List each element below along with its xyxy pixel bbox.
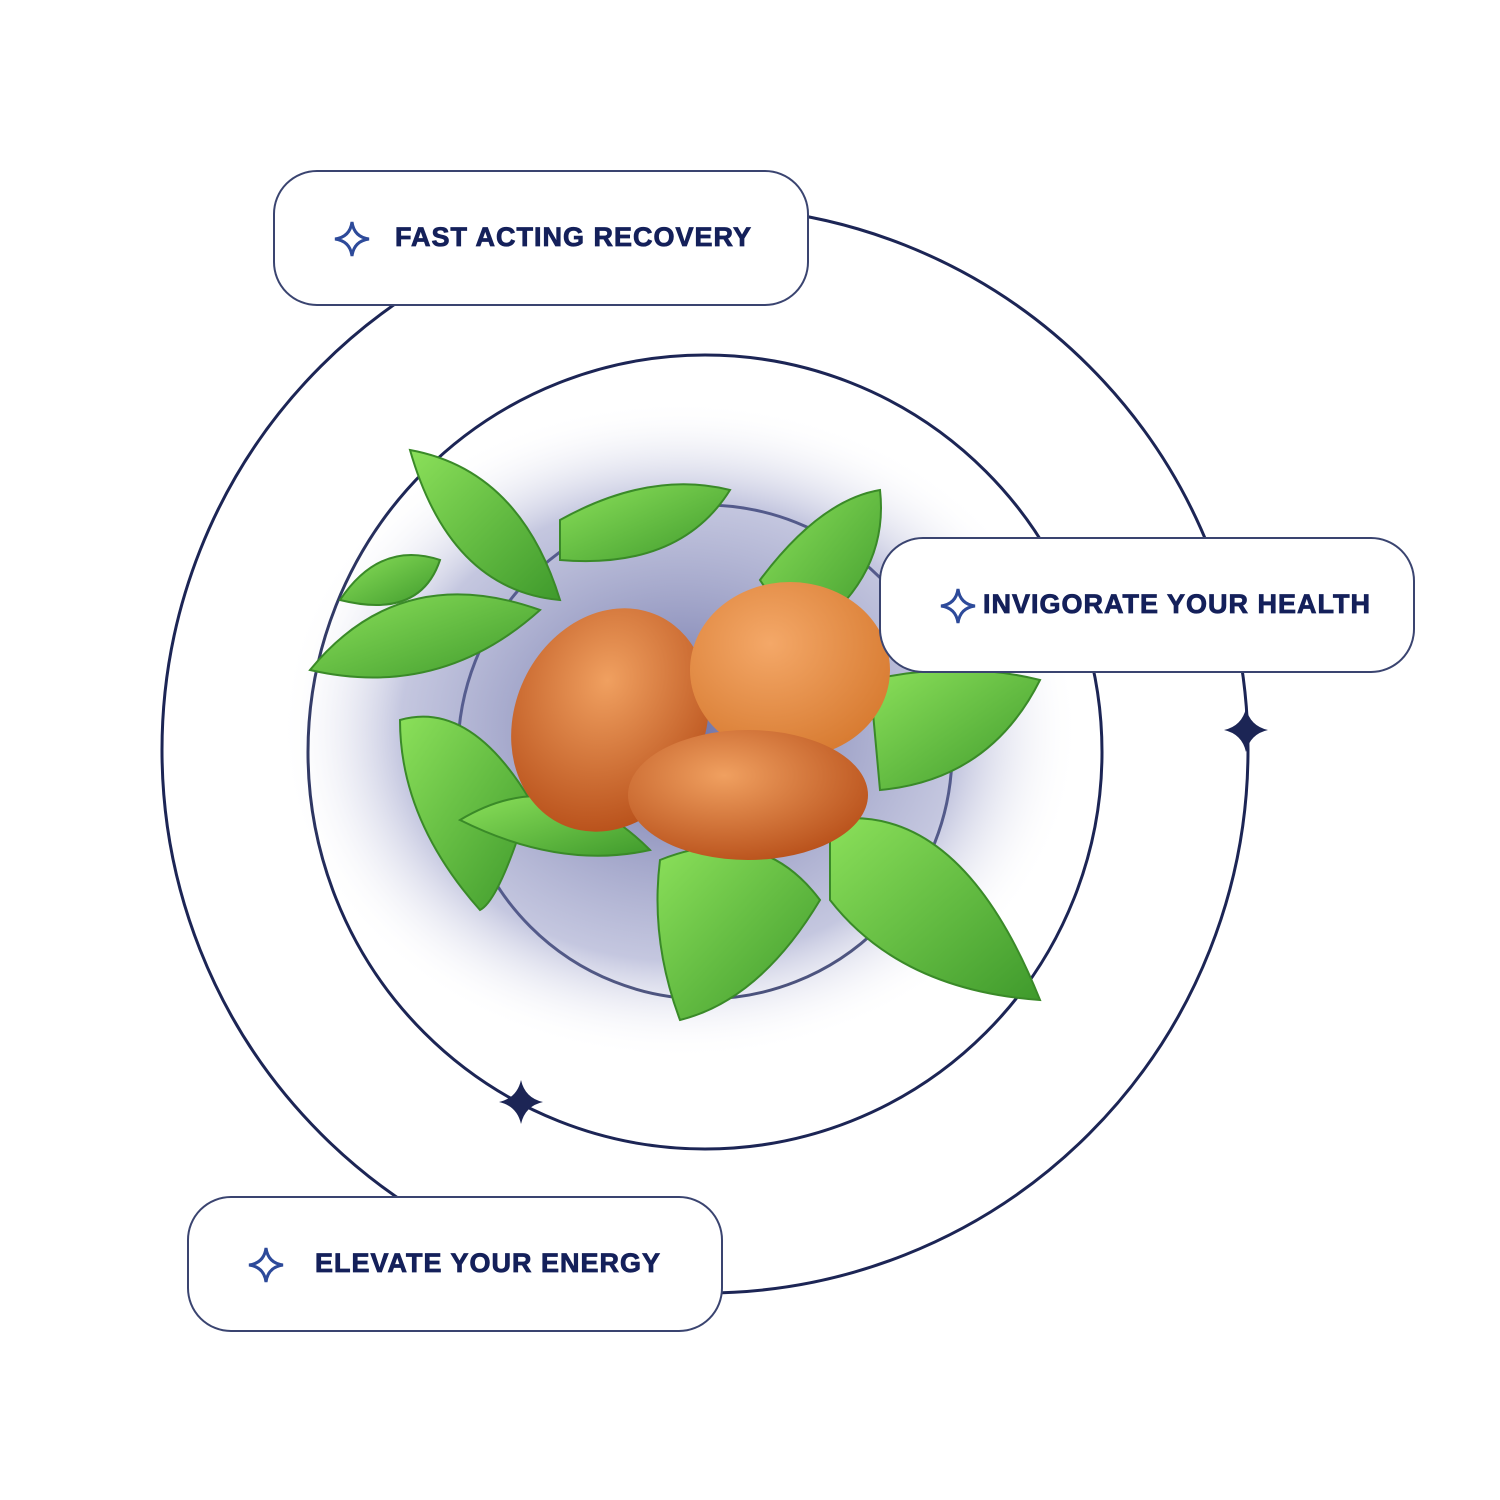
gummy bbox=[628, 730, 868, 860]
feature-label: ELEVATE YOUR ENERGY bbox=[315, 1248, 662, 1279]
feature-card-health: INVIGORATE YOUR HEALTH bbox=[879, 537, 1415, 673]
gummies bbox=[511, 582, 890, 860]
feature-label: FAST ACTING RECOVERY bbox=[395, 222, 753, 253]
feature-card-recovery: FAST ACTING RECOVERY bbox=[273, 170, 809, 306]
feature-label: INVIGORATE YOUR HEALTH bbox=[983, 589, 1372, 620]
gummy bbox=[690, 582, 890, 758]
sparkle-icon bbox=[248, 1247, 284, 1283]
sparkle-icon bbox=[334, 221, 370, 257]
sparkle-filled-icon bbox=[499, 708, 1268, 1124]
feature-card-energy: ELEVATE YOUR ENERGY bbox=[187, 1196, 723, 1332]
sparkle-icon bbox=[940, 588, 976, 624]
